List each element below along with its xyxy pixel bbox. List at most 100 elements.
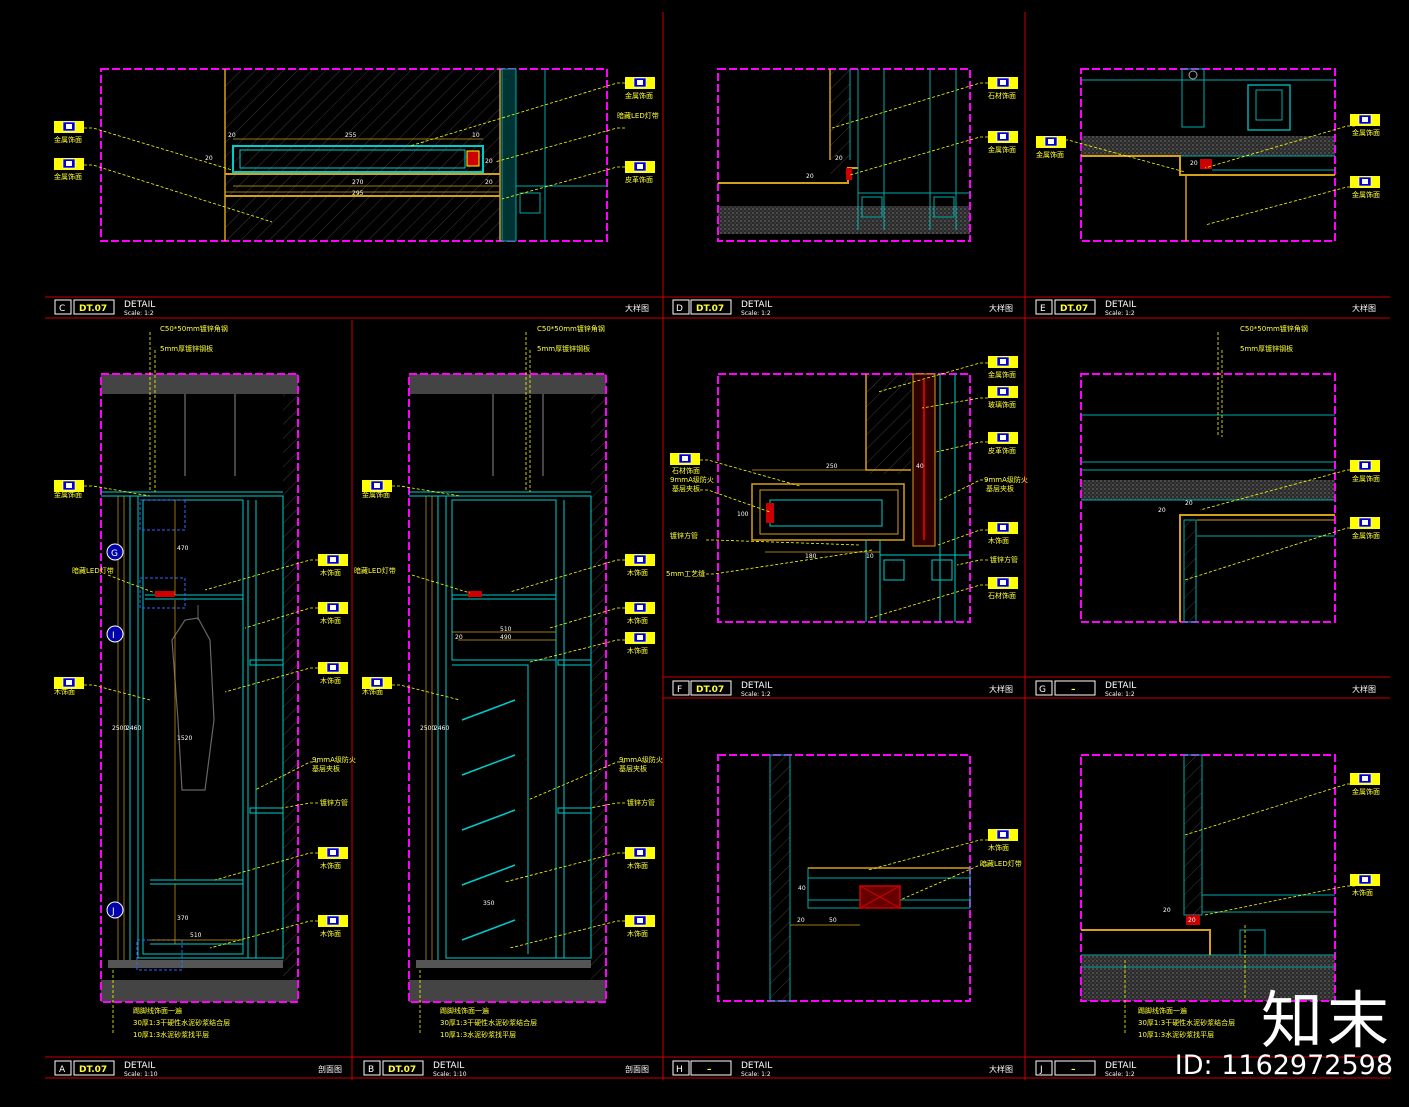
section-markers: G I J <box>106 543 124 919</box>
label-g-metal-1: 金属饰面 <box>1352 474 1380 483</box>
title-a-word: DETAIL <box>124 1061 155 1071</box>
label-b-galv: 镀锌方管 <box>627 798 655 807</box>
detail-d: 20 20 石材饰面 金属饰面 <box>717 68 1019 242</box>
label-f-board2: 基层夹板 <box>672 484 700 493</box>
title-j: J – DETAIL Scale: 1:2 <box>1035 1060 1136 1078</box>
label-f-glass: 玻璃饰面 <box>988 400 1016 409</box>
title-c-word: DETAIL <box>124 300 155 310</box>
label-a-led: 暗藏LED灯带 <box>72 566 114 575</box>
detail-g: 20 20 C50*50mm镀锌角钢 5mm厚镀锌钢板 金属饰面 金属饰面 <box>1080 324 1381 623</box>
label-a-board2: 基层夹板 <box>312 764 340 773</box>
dim-c-7: 20 <box>205 155 213 162</box>
label-a-wood-2: 木饰面 <box>320 568 341 577</box>
label-a-wood-5: 木饰面 <box>320 861 341 870</box>
label-f-leather: 皮革饰面 <box>988 446 1016 455</box>
label-a-wood-3: 木饰面 <box>320 616 341 625</box>
label-j-floor-3: 10厚1:3水泥砂浆找平层 <box>1138 1030 1214 1039</box>
title-h-kind: 大样图 <box>989 1064 1013 1074</box>
dim-j-2: 20 <box>1163 907 1171 914</box>
label-f-metal: 金属饰面 <box>988 370 1016 379</box>
dim-f-2: 40 <box>916 463 924 470</box>
label-b-floor-1: 踢脚线饰面一遍 <box>440 1006 489 1015</box>
section-a: 470 1520 2500 2460 370 510 G I J <box>53 324 356 1039</box>
detail-h: 40 20 50 木饰面 暗藏LED灯带 <box>717 754 1022 1002</box>
label-b-floor-3: 10厚1:3水泥砂浆找平层 <box>440 1030 516 1039</box>
title-g-word: DETAIL <box>1105 681 1136 691</box>
title-c-scale: Scale: 1:2 <box>124 310 154 317</box>
marker-g: G <box>111 549 118 559</box>
dim-b-5: 2460 <box>434 725 449 732</box>
label-b-wood-4: 木饰面 <box>627 646 648 655</box>
dim-f-5: 10 <box>866 553 874 560</box>
title-e-ref: DT.07 <box>1060 304 1088 314</box>
label-b-wood-1: 木饰面 <box>362 687 383 696</box>
dim-f-1: 250 <box>826 463 838 470</box>
watermark-logo: 知末 <box>1260 984 1393 1057</box>
dim-c-6: 20 <box>485 179 493 186</box>
title-e-word: DETAIL <box>1105 300 1136 310</box>
title-f-kind: 大样图 <box>989 684 1013 694</box>
title-g: G – DETAIL Scale: 1:2 大样图 <box>1035 680 1376 698</box>
title-c: C DT.07 DETAIL Scale: 1:2 大样图 <box>54 299 649 317</box>
title-e: E DT.07 DETAIL Scale: 1:2 大样图 <box>1035 299 1376 317</box>
title-d-letter: D <box>676 304 683 314</box>
label-b-steel-2: 5mm厚镀锌钢板 <box>537 344 590 353</box>
label-c-metal-2: 金属饰面 <box>54 172 82 181</box>
title-j-letter: J <box>1039 1065 1043 1075</box>
label-b-wood-6: 木饰面 <box>627 929 648 938</box>
label-a-galv: 镀锌方管 <box>320 798 348 807</box>
dim-a-3: 2500 <box>112 725 127 732</box>
dim-a-2: 1520 <box>177 735 192 742</box>
dim-b-6: 350 <box>483 900 495 907</box>
label-j-floor-1: 踢脚线饰面一遍 <box>1138 1006 1187 1015</box>
dim-a-5: 370 <box>177 915 189 922</box>
title-d-scale: Scale: 1:2 <box>741 310 771 317</box>
dim-c-2: 10 <box>472 132 480 139</box>
title-j-word: DETAIL <box>1105 1061 1136 1071</box>
detail-e: 20 金属饰面 金属饰面 金属饰面 <box>1035 68 1381 242</box>
title-e-kind: 大样图 <box>1352 303 1376 313</box>
label-g-metal-2: 金属饰面 <box>1352 531 1380 540</box>
title-b-scale: Scale: 1:10 <box>433 1071 467 1078</box>
title-h-word: DETAIL <box>741 1061 772 1071</box>
dim-b-2: 490 <box>500 634 512 641</box>
title-g-scale: Scale: 1:2 <box>1105 691 1135 698</box>
dim-f-4: 180 <box>805 553 817 560</box>
title-a-scale: Scale: 1:10 <box>124 1071 158 1078</box>
label-a-board: 9mmA级防火 <box>312 755 356 764</box>
title-blocks: C DT.07 DETAIL Scale: 1:2 大样图 D DT.07 DE… <box>54 299 1376 1078</box>
label-a-metal: 金属饰面 <box>54 490 82 499</box>
label-f-wood: 木饰面 <box>988 536 1009 545</box>
title-e-letter: E <box>1040 304 1046 314</box>
dim-g-1: 20 <box>1185 500 1193 507</box>
title-b: B DT.07 DETAIL Scale: 1:10 剖面图 <box>363 1060 649 1078</box>
title-a-ref: DT.07 <box>79 1065 107 1075</box>
label-h-wood: 木饰面 <box>988 843 1009 852</box>
dim-f-3: 100 <box>737 511 749 518</box>
label-j-wood: 木饰面 <box>1352 888 1373 897</box>
title-d-kind: 大样图 <box>989 303 1013 313</box>
dim-a-6: 510 <box>190 932 202 939</box>
title-j-scale: Scale: 1:2 <box>1105 1071 1135 1078</box>
sheet-grid <box>45 12 1390 1080</box>
label-a-steel-2: 5mm厚镀锌钢板 <box>160 344 213 353</box>
title-f-scale: Scale: 1:2 <box>741 691 771 698</box>
title-d-ref: DT.07 <box>696 304 724 314</box>
title-e-scale: Scale: 1:2 <box>1105 310 1135 317</box>
dim-c-4: 270 <box>352 179 364 186</box>
label-a-floor-3: 10厚1:3水泥砂浆找平层 <box>133 1030 209 1039</box>
dim-b-3: 20 <box>455 634 463 641</box>
detail-c: 255 10 20 270 295 20 20 20 金属饰面 金属饰面 金属饰… <box>53 68 659 242</box>
dim-j-1: 20 <box>1188 917 1196 924</box>
label-f-joint: 5mm工艺缝 <box>666 569 705 578</box>
title-c-letter: C <box>59 304 65 314</box>
title-c-ref: DT.07 <box>79 304 107 314</box>
label-f-board: 9mmA级防火 <box>670 475 714 484</box>
label-b-steel-1: C50*50mm镀锌角钢 <box>537 324 605 333</box>
title-d: D DT.07 DETAIL Scale: 1:2 大样图 <box>672 299 1013 317</box>
label-f-galv-b: 镀锌方管 <box>990 555 1018 564</box>
title-a: A DT.07 DETAIL Scale: 1:10 剖面图 <box>54 1060 342 1078</box>
label-c-metal-3: 金属饰面 <box>625 91 653 100</box>
label-e-metal-2: 金属饰面 <box>1352 128 1380 137</box>
